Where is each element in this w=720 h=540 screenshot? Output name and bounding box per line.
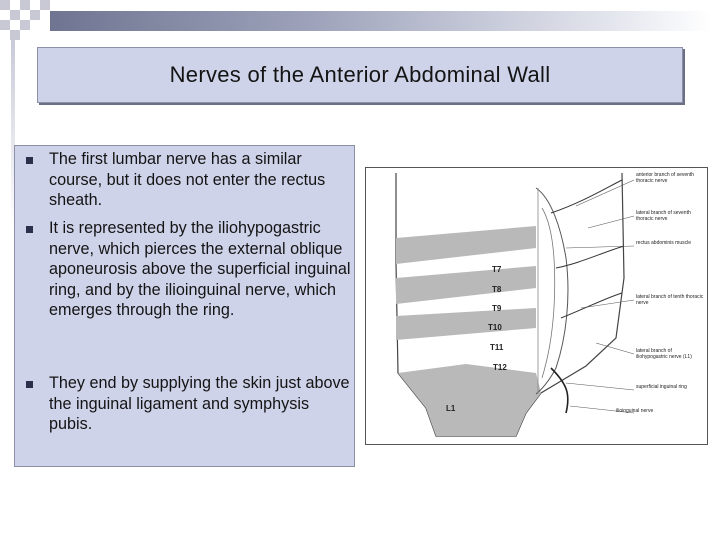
nerve-t10-lateral [560, 292, 623, 319]
annotation-rectus-abdominis: rectus abdominis muscle [636, 240, 692, 246]
ilioinguinal-nerve-path [550, 367, 569, 414]
band-t9 [396, 266, 536, 304]
top-gradient-bar [50, 11, 712, 31]
bullet-panel: The first lumbar nerve has a similar cou… [14, 145, 355, 467]
annotation-lateral-branch-t10: lateral branch of tenth thoracic nerve [636, 294, 704, 306]
title-box: Nerves of the Anterior Abdominal Wall [37, 47, 683, 103]
annotation-anterior-branch-t7: anterior branch of seventh thoracic nerv… [636, 172, 695, 184]
abdominal-wall-nerve-diagram: T7 T8 T9 T10 T11 T12 L1 anterior branch … [365, 167, 708, 445]
label-t8: T8 [492, 285, 502, 294]
band-t7 [396, 226, 536, 264]
bullet-text-3: They end by supplying the skin just abov… [49, 374, 350, 434]
annotation-lateral-branch-t7: lateral branch of seventh thoracic nerve [636, 210, 691, 222]
label-t7: T7 [492, 265, 502, 274]
band-t11 [396, 308, 536, 340]
label-t12: T12 [493, 363, 507, 372]
bullet-marker [26, 226, 33, 233]
corner-checker-decoration [0, 0, 60, 45]
bullet-text-1: The first lumbar nerve has a similar cou… [49, 150, 326, 210]
slide-title: Nerves of the Anterior Abdominal Wall [169, 62, 551, 87]
diagram-svg: T7 T8 T9 T10 T11 T12 L1 anterior branch … [395, 172, 704, 437]
annotation-superficial-ring: superficial inguinal ring [636, 384, 687, 390]
left-gradient-bar [11, 40, 15, 230]
rectus-border [535, 187, 569, 395]
annotation-ilioinguinal-nerve: ilioinguinal nerve [616, 408, 654, 414]
rectus-muscle-fibers [541, 207, 556, 379]
label-t9: T9 [492, 304, 502, 313]
label-t10: T10 [488, 323, 502, 332]
nerve-t7-anterior [550, 179, 623, 214]
bullet-text-2: It is represented by the iliohypogastric… [49, 219, 351, 320]
band-l1 [398, 364, 541, 436]
nerve-branch [555, 245, 625, 269]
annotation-leaders [565, 179, 635, 414]
label-t11: T11 [490, 343, 504, 352]
bullet-marker [26, 381, 33, 388]
annotation-iliohypogastric-lateral: lateral branch of iliohypogastric nerve … [636, 348, 692, 360]
bullet-marker [26, 157, 33, 164]
label-l1: L1 [446, 404, 456, 413]
